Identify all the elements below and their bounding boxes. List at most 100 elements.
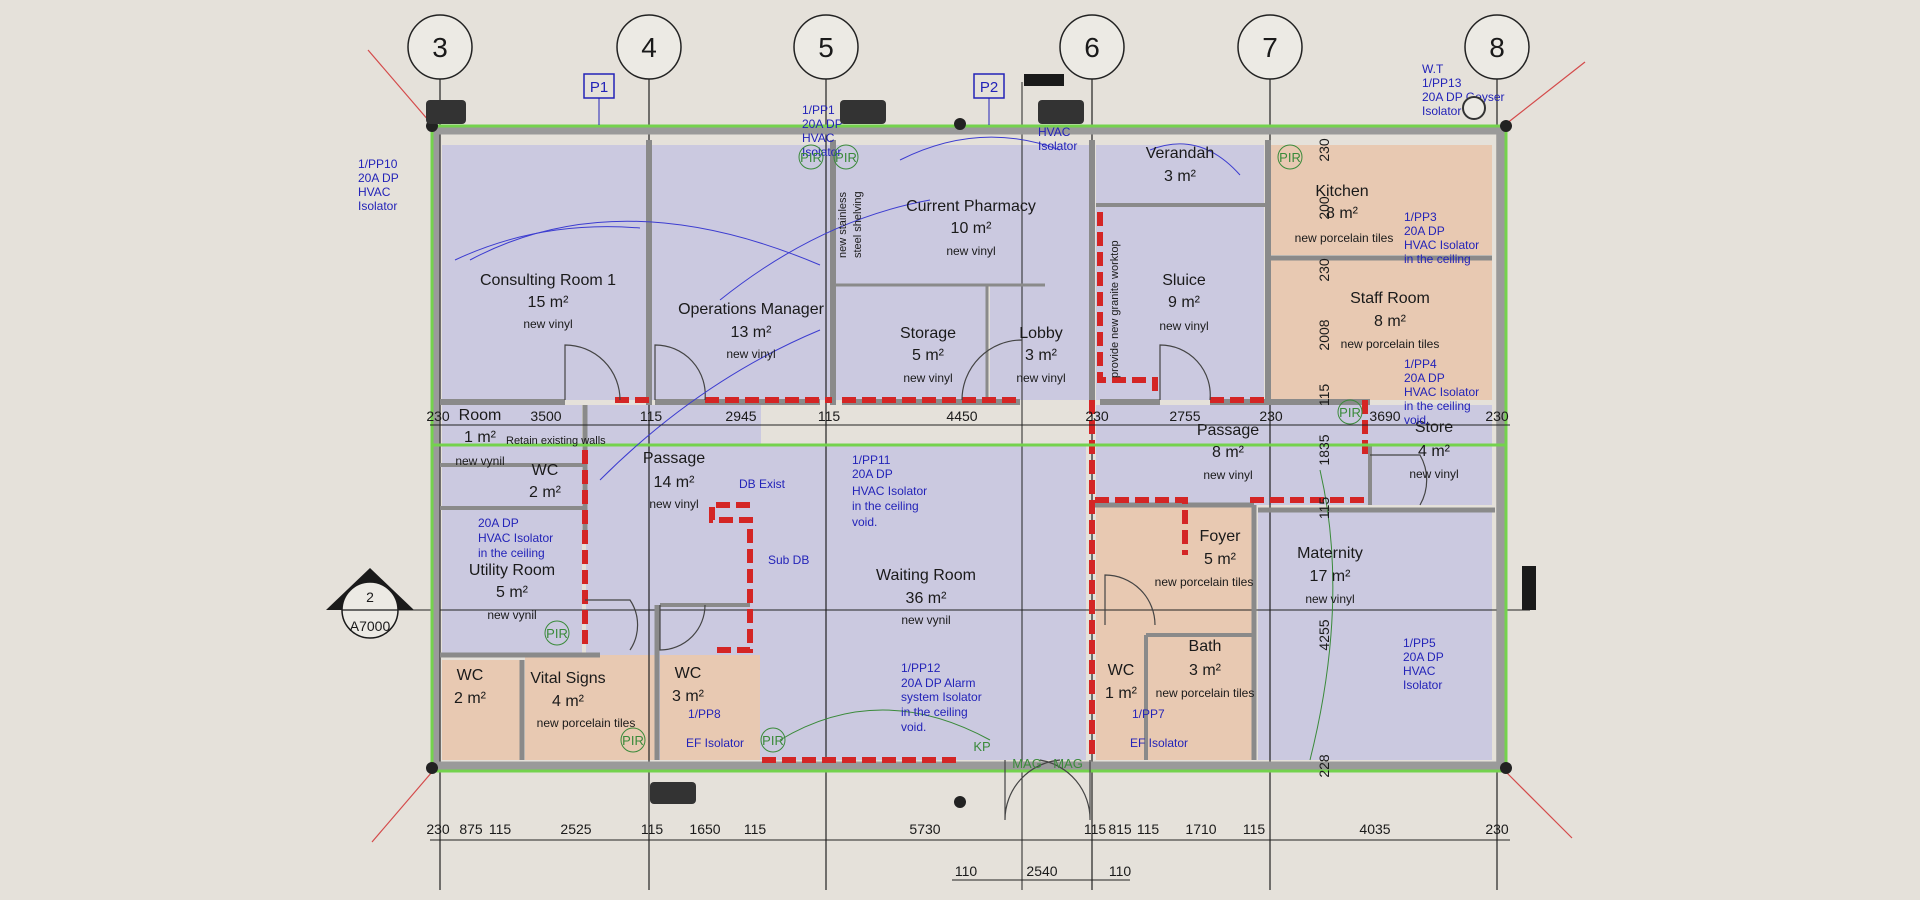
- svg-text:115: 115: [641, 821, 664, 837]
- dimensions-bottom: 230 875 115 2525 115 1650 115 5730 115 8…: [426, 821, 1509, 837]
- svg-text:2540: 2540: [1026, 863, 1057, 879]
- svg-text:230: 230: [1485, 821, 1509, 837]
- grid-bubble-4: [616, 14, 682, 80]
- svg-text:5 m²: 5 m²: [1204, 551, 1237, 568]
- svg-text:WC: WC: [675, 665, 702, 682]
- svg-text:15 m²: 15 m²: [528, 294, 570, 311]
- svg-text:17 m²: 17 m²: [1310, 568, 1352, 585]
- svg-text:HVAC Isolator: HVAC Isolator: [852, 484, 927, 498]
- tag-mag-1: MAG: [1012, 756, 1042, 771]
- dimensions-bottom-second: 110 2540 110: [955, 863, 1132, 879]
- annotations: 1/PP10 20A DP HVAC Isolator 1/PP1 20A DP…: [358, 62, 1505, 750]
- svg-text:HVAC Isolator: HVAC Isolator: [478, 531, 553, 545]
- svg-text:115: 115: [818, 408, 841, 424]
- room-kitchen: Kitchen 8 m² new porcelain tiles: [1295, 183, 1394, 245]
- dimension-lines: [430, 424, 1510, 881]
- room-operations-manager: Operations Manager 13 m² new vinyl: [678, 301, 825, 361]
- svg-text:new vinyl: new vinyl: [1159, 319, 1208, 333]
- note-worktop: provide new granite worktop: [1109, 240, 1121, 378]
- svg-text:Utility Room: Utility Room: [469, 562, 555, 579]
- section-marker: 2 A7000: [326, 566, 1536, 639]
- room-wc-bottom-left: WC 2 m²: [454, 667, 487, 707]
- svg-text:230: 230: [1259, 408, 1283, 424]
- room-wc-right: WC 1 m²: [1105, 662, 1138, 702]
- room-store: Store 4 m² new vinyl: [1409, 419, 1458, 481]
- svg-text:115: 115: [1137, 821, 1160, 837]
- svg-text:2525: 2525: [560, 821, 591, 837]
- grid-bubble-6: [1059, 14, 1125, 80]
- note-pp9: 20A DP HVAC Isolator in the ceiling: [478, 516, 553, 560]
- svg-text:Isolator: Isolator: [1038, 139, 1077, 153]
- note-pp10: 1/PP10 20A DP HVAC Isolator: [358, 157, 399, 213]
- svg-text:20A DP: 20A DP: [478, 516, 519, 530]
- svg-text:WC: WC: [532, 462, 559, 479]
- svg-text:115: 115: [1243, 821, 1266, 837]
- tag-mag-2: MAG: [1053, 756, 1083, 771]
- detector-arcs: [779, 469, 1334, 761]
- pir-2: PIR: [835, 150, 857, 165]
- svg-text:void.: void.: [901, 720, 926, 734]
- svg-text:3 m²: 3 m²: [672, 688, 705, 705]
- svg-text:20A DP: 20A DP: [802, 117, 843, 131]
- grid-label-6: 6: [1084, 32, 1100, 63]
- svg-text:HVAC: HVAC: [358, 185, 391, 199]
- svg-text:void.: void.: [852, 515, 877, 529]
- room-utility-room: Utility Room 5 m² new vynil: [469, 562, 555, 622]
- corner-markers: [367, 49, 1586, 843]
- svg-text:228: 228: [1316, 754, 1332, 778]
- dimensions-right-vertical: 230 200 230 2008 115 1835 115 4255 228: [1316, 138, 1332, 778]
- svg-text:1/PP7: 1/PP7: [1132, 707, 1165, 721]
- room-labels: Consulting Room 1 15 m² new vinyl Operat…: [454, 145, 1459, 730]
- svg-text:new vinyl: new vinyl: [1305, 592, 1354, 606]
- room-consulting-room-1: Consulting Room 1 15 m² new vinyl: [480, 272, 616, 331]
- svg-text:1650: 1650: [689, 821, 720, 837]
- room-verandah: Verandah 3 m²: [1146, 145, 1215, 185]
- svg-text:1/PP4: 1/PP4: [1404, 357, 1437, 371]
- section-sheet: A7000: [350, 618, 391, 634]
- svg-text:1/PP12: 1/PP12: [901, 661, 941, 675]
- svg-text:1/PP13: 1/PP13: [1422, 76, 1462, 90]
- svg-text:3 m²: 3 m²: [1164, 168, 1197, 185]
- svg-text:9 m²: 9 m²: [1168, 294, 1201, 311]
- svg-text:875: 875: [459, 821, 483, 837]
- svg-text:3 m²: 3 m²: [1189, 662, 1222, 679]
- note-shelving-1: new stainless: [837, 191, 849, 258]
- svg-text:W.T: W.T: [1422, 62, 1444, 76]
- fill-vital-signs: [525, 655, 655, 760]
- note-pp7: 1/PP7 EF Isolator: [1130, 707, 1188, 750]
- svg-text:Store: Store: [1415, 419, 1453, 436]
- svg-text:230: 230: [426, 821, 450, 837]
- fill-bath: [1146, 635, 1254, 760]
- pir-5: PIR: [546, 626, 568, 641]
- tag-p2: P2: [980, 79, 998, 96]
- svg-text:115: 115: [1316, 384, 1332, 407]
- fill-current-pharmacy: [836, 145, 1090, 285]
- grid-label-8: 8: [1489, 32, 1505, 63]
- svg-text:36 m²: 36 m²: [906, 590, 948, 607]
- room-wc-mid: WC 3 m²: [672, 665, 705, 705]
- svg-text:4 m²: 4 m²: [1418, 443, 1451, 460]
- svg-text:20A DP: 20A DP: [1404, 371, 1445, 385]
- svg-text:115: 115: [489, 821, 512, 837]
- svg-text:1/PP11: 1/PP11: [852, 453, 891, 467]
- svg-text:Bath: Bath: [1189, 638, 1222, 655]
- svg-text:115: 115: [1316, 497, 1332, 520]
- fill-wc-left: [442, 465, 582, 508]
- note-pp8: 1/PP8 EF Isolator: [686, 707, 744, 750]
- note-pp5: 1/PP5 20A DP HVAC Isolator: [1403, 636, 1444, 692]
- new-walls: [582, 212, 1370, 763]
- svg-text:new vinyl: new vinyl: [903, 371, 952, 385]
- svg-text:115: 115: [744, 821, 767, 837]
- svg-text:new porcelain tiles: new porcelain tiles: [1341, 337, 1440, 351]
- grid-bubbles: 3 4 5 6 7 8: [407, 14, 1530, 80]
- svg-text:Isolator: Isolator: [1422, 104, 1461, 118]
- svg-text:14 m²: 14 m²: [654, 474, 696, 491]
- svg-text:110: 110: [955, 863, 978, 879]
- hvac-units: [426, 74, 1486, 804]
- fill-foyer: [1096, 505, 1254, 635]
- note-pp11: 1/PP11 20A DP HVAC Isolator in the ceili…: [852, 453, 927, 529]
- grid-bubble-8: [1464, 14, 1530, 80]
- room-passage-right: Passage 8 m² new vinyl: [1197, 422, 1259, 482]
- svg-text:115: 115: [1084, 821, 1107, 837]
- svg-text:WC: WC: [1108, 662, 1135, 679]
